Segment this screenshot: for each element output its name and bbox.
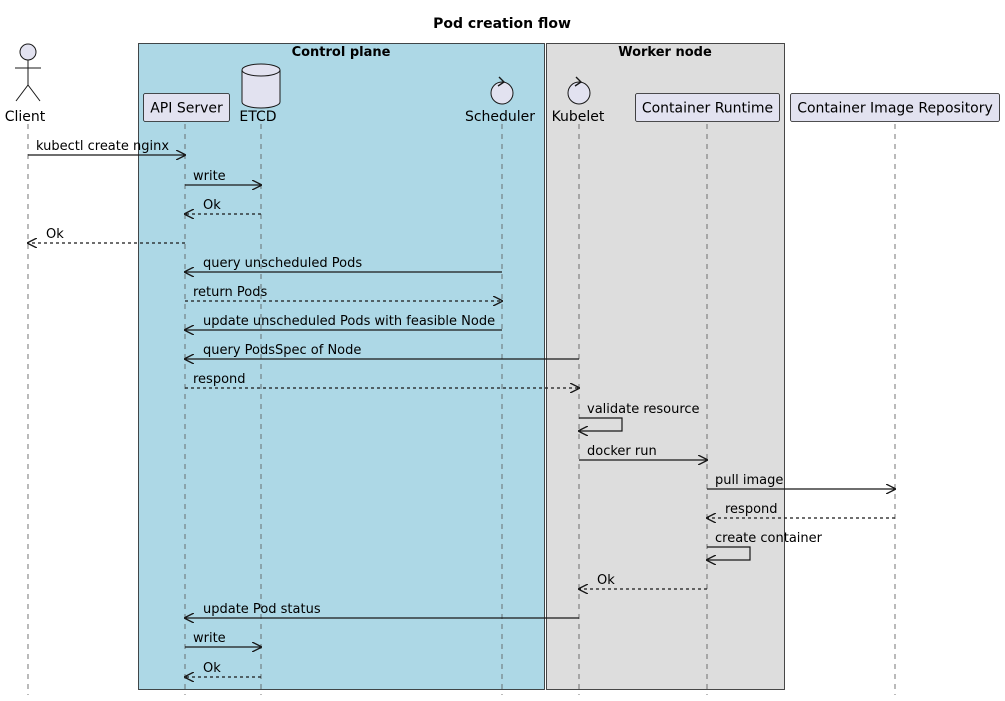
participant-label: Scheduler xyxy=(465,109,535,125)
message-label: pull image xyxy=(715,473,783,488)
participant-label: Kubelet xyxy=(552,109,605,125)
message-label: kubectl create nginx xyxy=(36,139,169,154)
participant-label: Client xyxy=(5,109,46,125)
message: update Pod status xyxy=(185,602,579,618)
message-label: Ok xyxy=(46,227,64,242)
message-arrow xyxy=(579,417,623,431)
message-label: write xyxy=(193,631,226,646)
message-arrow xyxy=(707,546,751,560)
message: create container xyxy=(707,531,823,560)
participant-container-runtime: Container Runtime xyxy=(635,93,780,122)
message-label: Ok xyxy=(597,573,615,588)
message: Ok xyxy=(579,573,707,589)
message: docker run xyxy=(579,444,707,460)
participant-label: API Server xyxy=(150,101,223,117)
message-label: create container xyxy=(715,531,823,546)
message: update unscheduled Pods with feasible No… xyxy=(185,314,502,330)
message-label: validate resource xyxy=(587,402,700,417)
message-label: respond xyxy=(193,372,246,387)
participant-scheduler: Scheduler xyxy=(465,76,535,125)
message-label: write xyxy=(193,169,226,184)
message-label: Ok xyxy=(203,198,221,213)
message: Ok xyxy=(185,661,261,677)
message-label: Ok xyxy=(203,661,221,676)
group-label-worker-node: Worker node xyxy=(618,45,712,60)
message: return Pods xyxy=(185,285,502,301)
participant-label: ETCD xyxy=(239,109,276,125)
database-icon xyxy=(241,63,281,109)
message-label: docker run xyxy=(587,444,657,459)
message: write xyxy=(185,169,261,185)
diagram-title: Pod creation flow xyxy=(433,16,571,32)
message-label: query PodsSpec of Node xyxy=(203,343,361,358)
control-icon xyxy=(490,76,514,105)
message-label: update unscheduled Pods with feasible No… xyxy=(203,314,495,329)
message-label: query unscheduled Pods xyxy=(203,256,362,271)
participant-kubelet: Kubelet xyxy=(552,76,605,125)
participant-etcd: ETCD xyxy=(239,63,281,125)
participant-client: Client xyxy=(5,43,46,125)
group-worker-node xyxy=(546,43,785,690)
group-label-control-plane: Control plane xyxy=(292,45,391,60)
participant-label: Container Runtime xyxy=(642,101,773,117)
message: pull image xyxy=(707,473,895,489)
message: Ok xyxy=(28,227,185,243)
message: respond xyxy=(185,372,579,388)
actor-icon xyxy=(15,43,41,102)
message-label: update Pod status xyxy=(203,602,321,617)
participant-label: Container Image Repository xyxy=(797,101,993,117)
message: query unscheduled Pods xyxy=(185,256,502,272)
message-label: respond xyxy=(725,502,778,517)
participant-container-image-repository: Container Image Repository xyxy=(790,93,1000,122)
message: query PodsSpec of Node xyxy=(185,343,579,359)
message: kubectl create nginx xyxy=(28,139,185,155)
message: Ok xyxy=(185,198,261,214)
message: write xyxy=(185,631,261,647)
participant-api-server: API Server xyxy=(143,93,230,122)
message-label: return Pods xyxy=(193,285,267,300)
message: respond xyxy=(707,502,895,518)
message: validate resource xyxy=(579,402,700,431)
group-control-plane xyxy=(138,43,545,690)
control-icon xyxy=(567,76,591,105)
